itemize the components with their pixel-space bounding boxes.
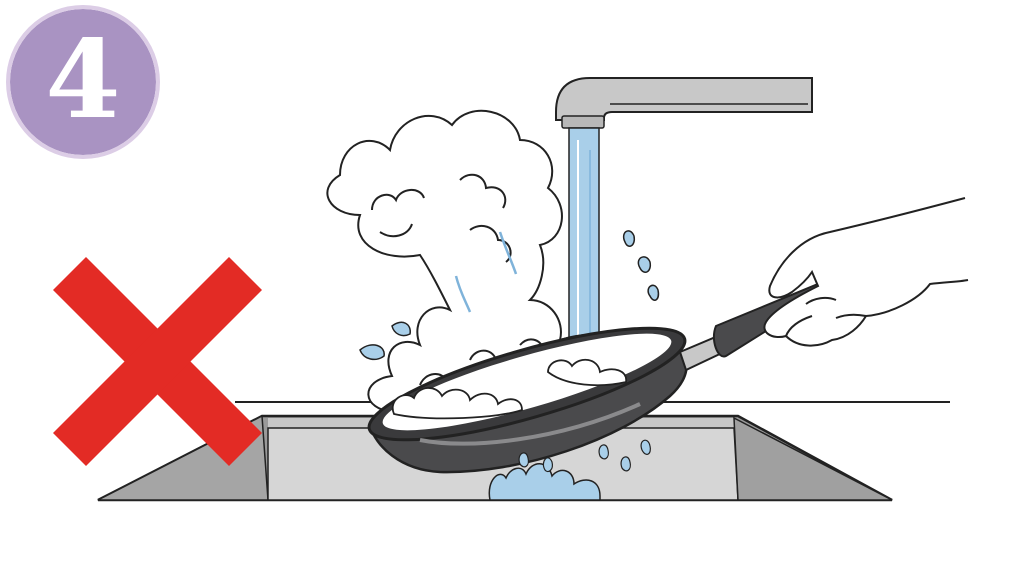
sink-right-wall xyxy=(733,416,893,501)
water-splashes xyxy=(359,230,660,361)
step-badge: 4 xyxy=(6,5,160,159)
red-x-icon xyxy=(53,257,262,466)
hand xyxy=(763,197,969,347)
faucet xyxy=(555,77,813,129)
water-stream xyxy=(568,127,600,361)
drain-water xyxy=(488,439,651,501)
step-number: 4 xyxy=(45,17,121,143)
steam-foam xyxy=(391,358,627,420)
